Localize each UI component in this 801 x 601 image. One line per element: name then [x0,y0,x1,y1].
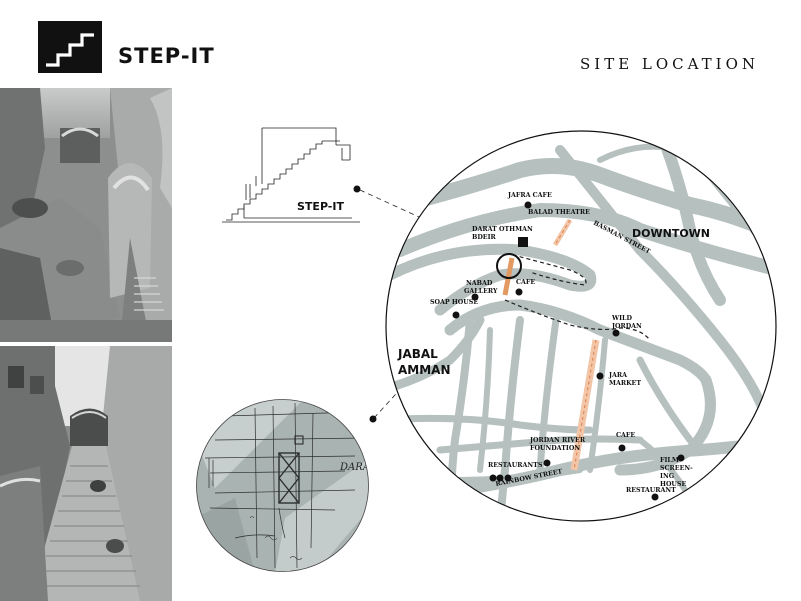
place-markers [452,201,685,501]
label-balad-theatre: BALAD THEATRE [528,209,590,216]
step-route-highlight [502,257,515,296]
district-jabal-1: JABAL [397,347,438,361]
label-nabad-2: GALLERY [464,288,498,295]
district-jabal-2: AMMAN [398,363,451,377]
label-jafra-cafe: JAFRA CAFE [507,192,552,199]
leader-dot-upper [353,185,361,193]
photo-lower-stairs [0,346,172,601]
label-film-3: ING [660,473,674,480]
walking-route [504,254,651,341]
label-wild-1: WILD [611,315,632,322]
label-darat-1: DARAT OTHMAN [472,226,533,233]
label-jara-1: JARA [608,372,627,379]
brand-name: STEP-IT [118,44,215,68]
photo-upper-stairs [0,88,172,342]
step-it-label: STEP-IT [297,200,344,213]
label-nabad-1: NABAD [466,280,493,287]
label-cafe-1: CAFE [516,279,535,286]
label-film-2: SCREEN- [660,465,693,472]
label-wild-2: JORDAN [611,323,642,330]
detail-sketch: DARA [196,399,370,572]
label-cafe-2: CAFE [616,432,635,439]
map-circle-border [385,130,777,522]
label-film-4: HOUSE [660,481,686,488]
district-downtown: DOWNTOWN [632,227,710,240]
label-jrf-2: FOUNDATION [530,445,580,452]
label-jrf-1: JORDAN RIVER [529,437,586,444]
step-section-sketch [222,127,360,223]
leader-dot-lower [369,415,377,423]
label-restaurant: RESTAURANT [626,487,676,494]
sketch-note: DARA [339,462,370,473]
step-it-marker-circle [496,253,522,279]
label-jara-2: MARKET [609,380,641,387]
darat-marker-square [518,237,528,247]
page-title: SITE LOCATION [580,55,760,73]
label-restaurants: RESTAURANTS [488,462,543,469]
label-film-1: FILM [660,457,679,464]
label-darat-2: BDEIR [472,234,497,241]
stairs-logo-icon [38,21,102,73]
label-soap-house: SOAP HOUSE [430,299,478,306]
site-map [386,131,776,521]
